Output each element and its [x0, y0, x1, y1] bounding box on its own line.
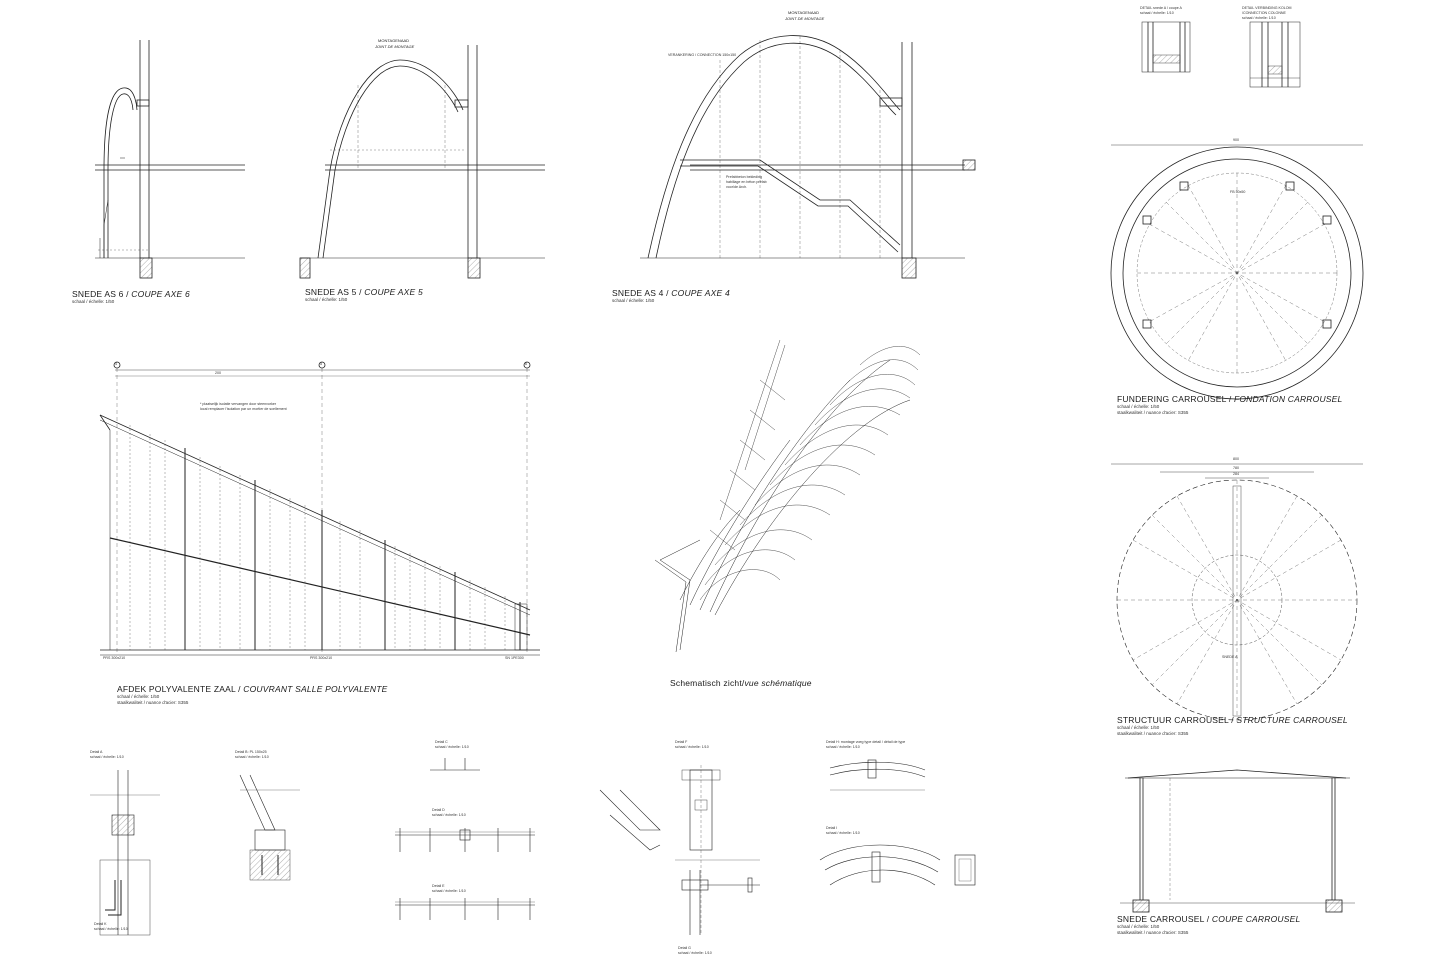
dim-200: 200: [215, 371, 221, 375]
detail-c-scale: schaal / échelle: 1/10: [435, 745, 469, 749]
detail-d-scale: schaal / échelle: 1/10: [432, 813, 466, 817]
label-snede-a: SNEDE A: [1222, 655, 1238, 659]
detail-d-title: Detail D: [432, 808, 445, 812]
label-montagenaad-as4: MONTAGENAAD: [788, 10, 820, 15]
elevation-afdek: [99, 361, 540, 656]
section-axe-4: [640, 35, 976, 279]
label-montagenaad-as5: MONTAGENAAD: [378, 38, 410, 43]
steel-fundering: staalkwaliteit / nuance d'acier: S355: [1117, 410, 1189, 415]
title-snede-as5: SNEDE AS 5 / COUPE AXE 5: [305, 287, 423, 297]
scale-fundering: schaal / échelle: 1/50: [1117, 404, 1160, 409]
detail-i-drawing: [819, 844, 976, 886]
section-carrousel: [1120, 769, 1355, 913]
detail-e-title: Detail E: [432, 884, 445, 888]
steel-structuur: staalkwaliteit / nuance d'acier: S355: [1117, 731, 1189, 736]
dim-780-structuur: 780: [1233, 466, 1239, 470]
section-axe-5: [299, 45, 545, 279]
detail-d-drawing: [395, 828, 535, 852]
dim-900-fundering: 900: [1233, 138, 1239, 142]
label-prs-b: PRS 300x210: [310, 656, 333, 660]
detail-verbinding-sub: /CONNECTION COLONNE: [1242, 11, 1286, 15]
detail-i-title: Detail I: [826, 826, 838, 830]
detail-h-scale: schaal / échelle: 1/10: [826, 745, 860, 749]
detail-e-scale: schaal / échelle: 1/10: [432, 889, 466, 893]
title-snede-carrousel: SNEDE CARROUSEL / COUPE CARROUSEL: [1117, 914, 1301, 924]
detail-snede-a: [1141, 21, 1191, 73]
detail-f-title: Detail F: [675, 740, 688, 744]
detail-a-title: Detail A: [90, 750, 103, 754]
detail-b-drawing: [239, 774, 300, 881]
scale-snede-as4: schaal / échelle: 1/50: [612, 298, 655, 303]
detail-verbinding: [1249, 21, 1301, 88]
label-verankering: VERANKERING / CONNECTION 150x150: [668, 53, 737, 57]
detail-e-drawing: [395, 898, 535, 920]
detail-h-title: Detail H: montage voeg type detail / dét…: [826, 740, 906, 744]
axis-4: 4: [115, 362, 117, 366]
steel-snede-carrousel: staalkwaliteit / nuance d'acier: S355: [1117, 930, 1189, 935]
footnote-2: local remplacer l'isolation par un morti…: [200, 407, 287, 411]
section-axe-6: [95, 40, 245, 279]
detail-h-drawing: [829, 759, 926, 791]
scale-afdek: schaal / échelle: 1/50: [117, 694, 160, 699]
title-snede-as6: SNEDE AS 6 / COUPE AXE 6: [72, 289, 190, 299]
detail-verbinding-title: DETAIL VERBINDING KOLOM: [1242, 6, 1292, 10]
detail-snede-a-title: DETAIL snede A / coupe A: [1140, 6, 1182, 10]
detail-a-drawing: [90, 770, 160, 936]
plan-fundering: [1110, 144, 1364, 400]
detail-k-scale: schaal / échelle: 1/10: [94, 927, 128, 931]
detail-i-scale: schaal / échelle: 1/10: [826, 831, 860, 835]
steel-afdek: staalkwaliteit / nuance d'acier: S355: [117, 700, 189, 705]
label-prs-c: SN 1PE300: [505, 656, 524, 660]
detail-k-title: Detail K: [94, 922, 107, 926]
title-schematisch: Schematisch zicht/vue schématique: [670, 678, 812, 688]
scale-structuur: schaal / échelle: 1/50: [1117, 725, 1160, 730]
axis-6: 6: [525, 362, 527, 366]
detail-verbinding-scale: schaal / échelle: 1/10: [1242, 16, 1276, 20]
title-afdek: AFDEK POLYVALENTE ZAAL / COUVRANT SALLE …: [117, 684, 388, 694]
detail-a-scale: schaal / échelle: 1/10: [90, 755, 124, 759]
label-prefab-2: habillage en béton préfab: [726, 180, 767, 184]
scale-snede-carrousel: schaal / échelle: 1/50: [1117, 924, 1160, 929]
detail-b-scale: schaal / échelle: 1/10: [235, 755, 269, 759]
title-structuur: STRUCTUUR CARROUSEL / STRUCTURE CARROUSE…: [1117, 715, 1348, 725]
detail-g-scale: schaal / échelle: 1/10: [678, 951, 712, 955]
title-snede-as4: SNEDE AS 4 / COUPE AXE 4: [612, 288, 730, 298]
detail-g-title: Detail G: [678, 946, 691, 950]
dim-284-structuur: 284: [1233, 472, 1239, 476]
label-prefab-1: Prefabbeton bekleding: [726, 175, 762, 179]
label-joint-as4: JOINT DE MONTAGE: [785, 16, 825, 21]
title-fundering: FUNDERING CARROUSEL / FONDATION CARROUSE…: [1117, 394, 1343, 404]
axis-5: 5: [320, 362, 322, 366]
detail-snede-a-scale: schaal / échelle: 1/10: [1140, 11, 1174, 15]
scale-snede-as5: schaal / échelle: 1/50: [305, 297, 348, 302]
label-prefab-3: voor/de Arch.: [726, 185, 748, 189]
label-joint-as5: JOINT DE MONTAGE: [375, 44, 415, 49]
footnote-1: * plaatselijk isolatie vervangen door st…: [200, 402, 277, 406]
dim-800-structuur: 800: [1233, 457, 1239, 461]
label-prs-a: PRS 300x210: [103, 656, 126, 660]
label-fb: FB 50x50: [1230, 190, 1246, 194]
detail-f-drawing: [599, 765, 760, 935]
detail-f-scale: schaal / échelle: 1/10: [675, 745, 709, 749]
schematic-3d-view: [654, 339, 921, 653]
detail-c-drawing: [430, 758, 480, 771]
detail-b-title: Detail B: PL 150x25: [235, 750, 267, 754]
plan-structuur: [1111, 463, 1363, 721]
detail-c-title: Detail C: [435, 740, 448, 744]
scale-snede-as6: schaal / échelle: 1/50: [72, 299, 115, 304]
